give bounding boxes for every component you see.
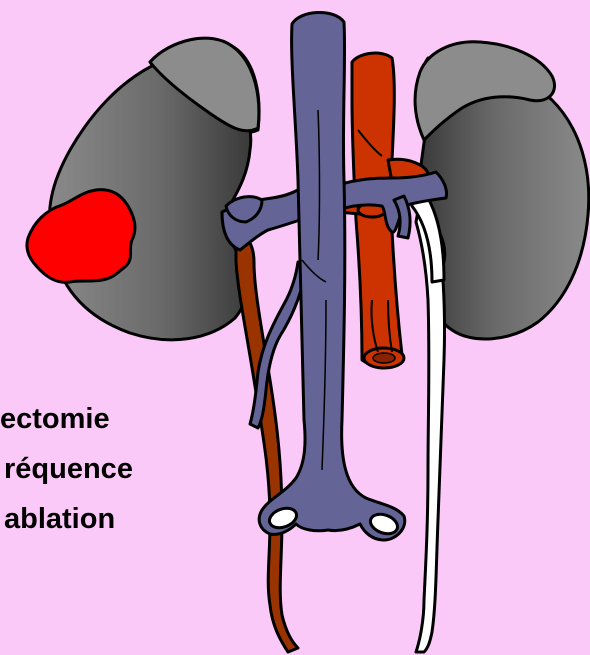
caption-line-2: réquence (4, 453, 133, 485)
aorta-bottom-lumen (373, 353, 395, 363)
caption-line-3: ablation (4, 503, 115, 535)
caption-line-1: ectomie (0, 403, 110, 435)
